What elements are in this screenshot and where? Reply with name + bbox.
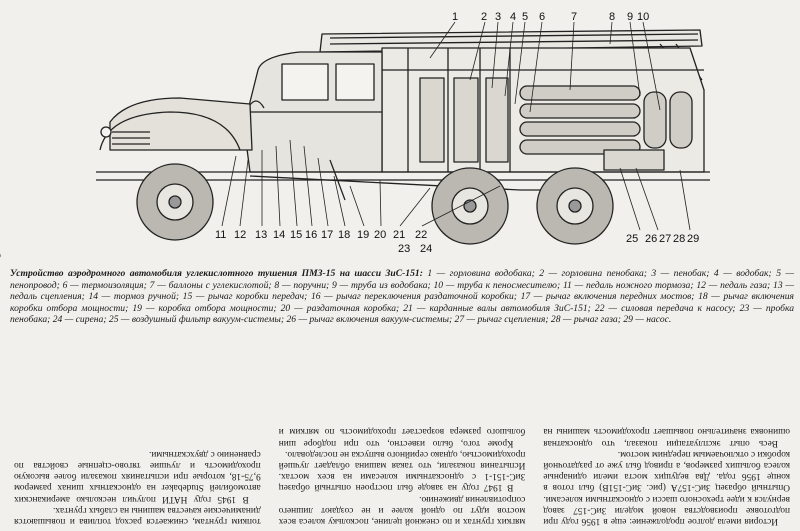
callout-9: 9 bbox=[627, 11, 633, 23]
callout-18: 18 bbox=[338, 229, 350, 241]
callout-4: 4 bbox=[510, 11, 516, 23]
callout-11: 11 bbox=[215, 229, 226, 241]
callout-6: 6 bbox=[539, 11, 545, 23]
figure-caption: Устройство аэродромного автомобиля углек… bbox=[10, 268, 794, 326]
callout-leaders-bottom bbox=[221, 139, 691, 231]
callout-5: 5 bbox=[522, 11, 528, 23]
page-number: 6 bbox=[0, 252, 4, 258]
caption-legend: 1 — горловина водобака; 2 — горловина пе… bbox=[10, 268, 795, 326]
callouts-rear: 25 26 27 28 29 bbox=[626, 233, 699, 245]
callout-7: 7 bbox=[571, 11, 577, 23]
callout-leaders-top bbox=[429, 21, 661, 113]
callout-15: 15 bbox=[290, 229, 302, 241]
truck-cab bbox=[243, 51, 383, 173]
callout-1: 1 bbox=[452, 11, 458, 23]
hood-and-fender bbox=[99, 97, 253, 151]
callout-16: 16 bbox=[305, 229, 317, 241]
callout-29: 29 bbox=[687, 233, 699, 245]
body-text-columns: История имела долгое продолжение: еще в … bbox=[14, 346, 790, 526]
callout-28: 28 bbox=[673, 233, 685, 245]
callout-19: 19 bbox=[357, 229, 369, 241]
fire-truck-diagram: 1 2 3 4 5 6 7 8 9 10 11 12 13 14 15 16 1… bbox=[96, 11, 710, 255]
paragraph: История имела долгое продолжение: еще в … bbox=[543, 448, 790, 526]
wheels bbox=[136, 163, 614, 245]
callout-23: 23 bbox=[398, 243, 410, 255]
callout-14: 14 bbox=[273, 229, 285, 241]
paragraph: В 1947 году на заводе был построен опытн… bbox=[278, 448, 526, 493]
paragraph: В 1945 году НАТИ получил несколько амери… bbox=[14, 448, 261, 504]
callout-27: 27 bbox=[659, 233, 671, 245]
callout-10: 10 bbox=[637, 11, 649, 23]
callouts-top: 1 2 3 4 5 6 7 8 9 10 bbox=[452, 11, 649, 23]
callout-21: 21 bbox=[393, 229, 405, 241]
callout-22: 22 bbox=[415, 229, 427, 241]
callout-26: 26 bbox=[645, 233, 657, 245]
caption-title: Устройство аэродромного автомобиля углек… bbox=[10, 268, 423, 279]
callout-13: 13 bbox=[255, 229, 267, 241]
callout-25: 25 bbox=[626, 233, 638, 245]
callout-2: 2 bbox=[481, 11, 487, 23]
callout-12: 12 bbox=[234, 229, 246, 241]
callout-8: 8 bbox=[609, 11, 615, 23]
callout-17: 17 bbox=[321, 229, 333, 241]
callout-3: 3 bbox=[495, 11, 501, 23]
callout-20: 20 bbox=[374, 229, 386, 241]
callout-24: 24 bbox=[420, 243, 432, 255]
callouts-bottom: 11 12 13 14 15 16 17 18 19 20 21 22 23 2… bbox=[215, 229, 432, 255]
